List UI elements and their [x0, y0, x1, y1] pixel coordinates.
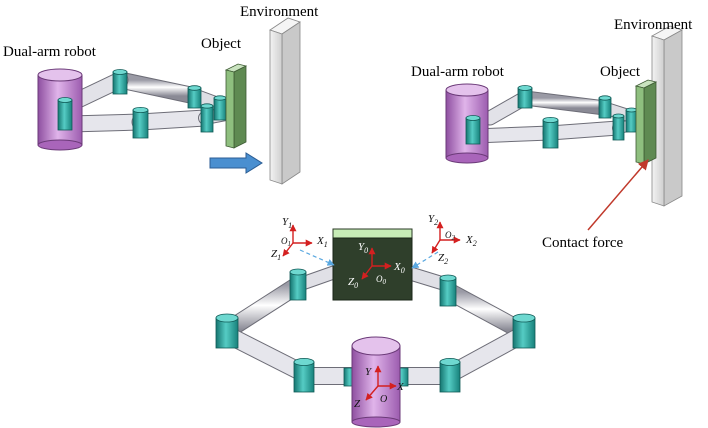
svg-text:Y1: Y1: [282, 216, 292, 230]
f1-x-letter: X: [316, 235, 325, 247]
label-environment-left: Environment: [240, 4, 319, 20]
frame-1-axes: [282, 224, 313, 257]
svg-text:O0: O0: [376, 274, 387, 286]
svg-text:Z1: Z1: [271, 248, 281, 262]
f2-z-sub: 2: [444, 257, 448, 266]
frame-2-labels: Y2 X2 Z2 O2: [428, 213, 477, 266]
f2-x-letter: X: [465, 234, 474, 246]
f1-x-sub: 1: [324, 240, 328, 249]
base-o-label: O: [380, 394, 387, 405]
label-object-right: Object: [600, 64, 641, 80]
svg-text:Y0: Y0: [358, 241, 368, 255]
f0-o-letter: O: [376, 274, 383, 284]
label-robot-left: Dual-arm robot: [3, 44, 97, 60]
svg-text:O2: O2: [445, 230, 456, 242]
environment-wall-left: [269, 17, 301, 185]
f1-y-letter: Y: [282, 216, 290, 228]
scene-top-right: [445, 25, 683, 231]
scene-bottom: [215, 221, 536, 428]
f2-y-letter: Y: [428, 213, 436, 225]
dashed-link-1: [299, 249, 335, 266]
dashed-link-2: [411, 251, 439, 269]
f0-y-letter: Y: [358, 241, 366, 253]
f1-y-sub: 1: [288, 221, 292, 230]
contact-force-arrow: [587, 159, 649, 231]
label-environment-right: Environment: [614, 17, 693, 33]
object-left: [224, 63, 248, 149]
base-z-label: Z: [354, 398, 361, 410]
frame-0-labels: Y0 X0 Z0 O0: [348, 241, 405, 290]
base-x-label: X: [396, 381, 405, 393]
robot-base-bottom: [351, 336, 401, 428]
f0-z-letter: Z: [348, 276, 355, 288]
base-frame-labels: Y X Z O: [354, 366, 405, 410]
base-y-label: Y: [365, 366, 373, 378]
scene-top-left: [37, 17, 301, 185]
f0-x-sub: 0: [401, 266, 405, 275]
svg-text:X1: X1: [316, 235, 328, 249]
f2-o-sub: 2: [452, 234, 456, 242]
robot-base-right: [445, 83, 489, 164]
svg-text:X2: X2: [465, 234, 477, 248]
f0-z-sub: 0: [354, 281, 358, 290]
f0-x-letter: X: [393, 261, 402, 273]
robot-joints-right: [465, 85, 638, 149]
f1-z-letter: Z: [271, 248, 278, 260]
label-contact-force: Contact force: [542, 235, 624, 251]
f2-z-letter: Z: [438, 252, 445, 264]
f1-o-sub: 1: [288, 240, 292, 248]
f2-o-letter: O: [445, 230, 452, 240]
f1-z-sub: 1: [277, 253, 281, 262]
base-frame-axes: [365, 365, 397, 401]
f2-y-sub: 2: [434, 218, 438, 227]
f0-y-sub: 0: [364, 246, 368, 255]
label-object-left: Object: [201, 36, 242, 52]
f1-o-letter: O: [281, 236, 288, 246]
f2-x-sub: 2: [473, 239, 477, 248]
f0-o-sub: 0: [383, 278, 387, 286]
label-robot-right: Dual-arm robot: [411, 64, 505, 80]
svg-text:O1: O1: [281, 236, 291, 248]
frame-1-labels: Y1 X1 Z1 O1: [271, 216, 328, 262]
frame-0-axes: [361, 247, 392, 280]
frame-2-axes: [431, 221, 461, 254]
object-right: [634, 79, 658, 165]
svg-text:Z2: Z2: [438, 252, 448, 266]
motion-arrow: [209, 152, 263, 174]
svg-text:Y2: Y2: [428, 213, 438, 227]
svg-text:Z0: Z0: [348, 276, 358, 290]
svg-text:X0: X0: [393, 261, 405, 275]
environment-wall-right: [651, 25, 683, 207]
robot-joints-left: [57, 69, 227, 139]
